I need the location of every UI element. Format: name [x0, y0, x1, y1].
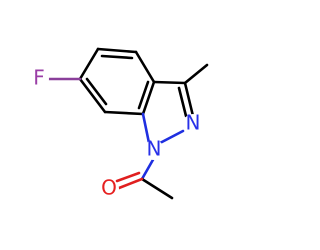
- atom-labels: F N N O: [29, 66, 203, 200]
- fluorine-label-bg: [29, 69, 49, 89]
- n1-label-bg: [144, 140, 164, 160]
- bond-c7a-c7: [103, 110, 145, 116]
- bond-n1-carbonyl: [140, 156, 156, 181]
- bond-c3-n2: [183, 81, 195, 118]
- bond-c3a-c7a: [141, 80, 156, 116]
- double-bond-c3-n2: [177, 86, 188, 118]
- bond-n2-n1: [158, 129, 185, 145]
- bond-c7-c6: [78, 77, 107, 114]
- molecule-svg: F N N O: [29, 47, 209, 200]
- bond-carbonyl-o-b: [115, 171, 141, 183]
- double-bond-c5-c4: [100, 54, 134, 60]
- bond-carbonyl-methyl: [140, 177, 174, 200]
- bond-c3a-c3: [152, 80, 187, 85]
- fluorine-label: F: [33, 66, 45, 90]
- benzene-ring: [78, 47, 156, 116]
- bond-n1-c7a: [141, 112, 151, 145]
- n2-label-bg: [183, 114, 203, 134]
- double-bond-c3a-c7a: [137, 80, 150, 110]
- bond-c6-c5: [78, 47, 100, 81]
- bond-c3-methyl: [183, 63, 209, 85]
- substituents: [47, 63, 209, 200]
- pyrazole-ring: [141, 80, 195, 145]
- oxygen-label-bg: [99, 179, 119, 199]
- bond-c5-c4: [96, 47, 138, 54]
- nitrogen-1-label: N: [147, 137, 162, 161]
- double-bond-c7-c6: [85, 77, 108, 106]
- structure-diagram: F N N O: [29, 47, 209, 200]
- oxygen-label: O: [101, 176, 117, 200]
- nitrogen-2-label: N: [186, 111, 201, 135]
- bond-carbonyl-o-a: [117, 177, 144, 190]
- bond-c4-c3a: [134, 50, 156, 84]
